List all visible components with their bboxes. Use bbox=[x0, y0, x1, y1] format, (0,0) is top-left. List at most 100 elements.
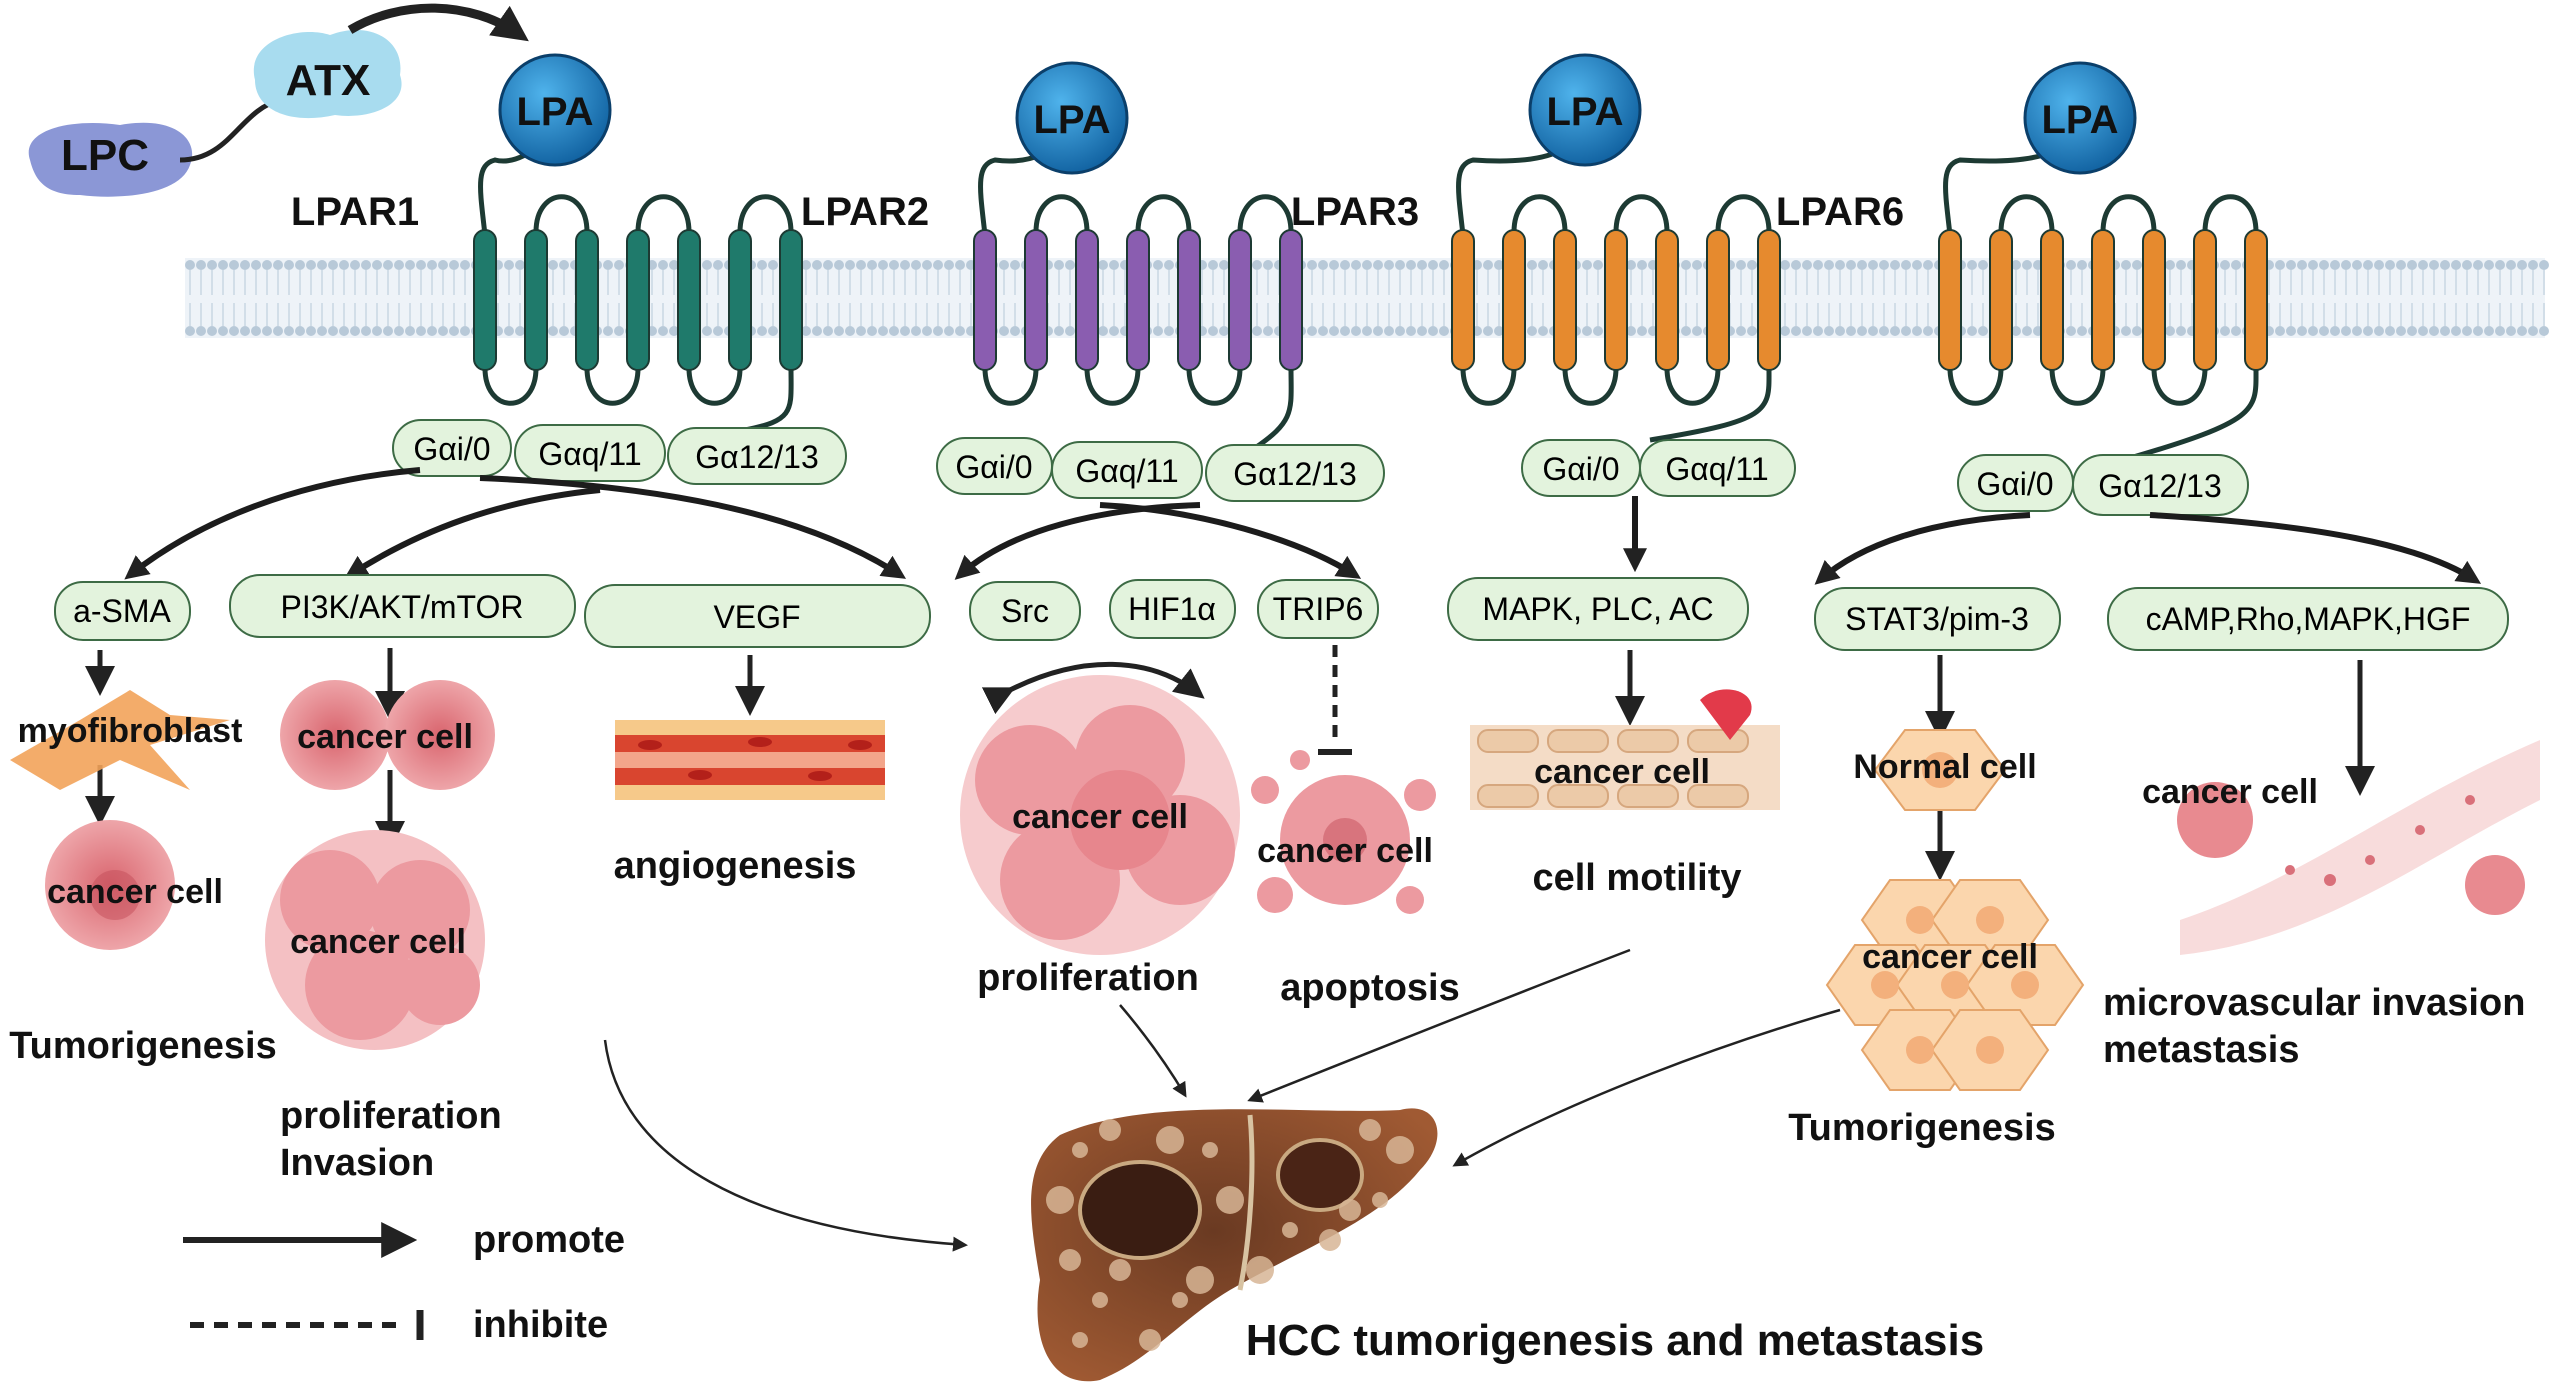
transmembrane-helix bbox=[1279, 229, 1303, 371]
transmembrane-helix bbox=[1126, 229, 1150, 371]
lpa-label: LPA bbox=[1033, 98, 1110, 142]
legend-inhibit-label: inhibite bbox=[473, 1304, 608, 1346]
transmembrane-helix bbox=[1553, 229, 1577, 371]
transmembrane-helix bbox=[1757, 229, 1781, 371]
trip6-inhibition bbox=[1318, 645, 1352, 755]
lpa-ligand: LPA bbox=[1528, 53, 1642, 167]
atx-node: ATX bbox=[253, 29, 402, 119]
gprotein-group-lpar3: Gαi/0 Gαq/11 bbox=[1521, 439, 1796, 497]
transmembrane-helix bbox=[2142, 229, 2166, 371]
liver-nodule bbox=[1059, 1249, 1081, 1271]
transmembrane-helix bbox=[1938, 229, 1962, 371]
gprotein-label: Gαi/0 bbox=[1976, 466, 2053, 502]
gprotein-label: Gαq/11 bbox=[1665, 451, 1768, 487]
liver-nodule bbox=[1216, 1186, 1244, 1214]
lpc-atx-connector bbox=[179, 97, 281, 163]
transmembrane-helix bbox=[1502, 229, 1526, 371]
gprotein-group-lpar2: Gαi/0 Gαq/11 Gα12/13 bbox=[936, 437, 1385, 502]
effector-mapk-plc-ac: MAPK, PLC, AC bbox=[1447, 577, 1749, 641]
gprotein-label: Gαi/0 bbox=[413, 431, 490, 467]
liver-nodule bbox=[1109, 1259, 1131, 1281]
liver-nodule bbox=[1186, 1266, 1214, 1294]
outcome-microvascular-invasion: microvascular invasion bbox=[2103, 982, 2525, 1024]
transmembrane-helix bbox=[2040, 229, 2064, 371]
effector-label: HIF1α bbox=[1128, 591, 1216, 627]
transmembrane-helix bbox=[728, 229, 752, 371]
liver-converging-arrows bbox=[603, 948, 1841, 1252]
cell-motility-illustration: cancer cell bbox=[1470, 689, 1780, 810]
outcome-cell-motility: cell motility bbox=[1532, 857, 1741, 899]
effector-label: STAT3/pim-3 bbox=[1845, 601, 2029, 637]
liver-nodule bbox=[1246, 1256, 1274, 1284]
effector-label: cAMP,Rho,MAPK,HGF bbox=[2146, 601, 2471, 637]
cancer-cell-label: cancer cell bbox=[1534, 753, 1710, 791]
transmembrane-helix bbox=[1075, 229, 1099, 371]
gprotein-label: Gαq/11 bbox=[538, 436, 641, 472]
gprotein-label: Gα12/13 bbox=[2098, 468, 2221, 504]
cancer-cell-label: cancer cell bbox=[1257, 832, 1433, 870]
liver-nodule bbox=[1339, 1199, 1361, 1221]
outcome-proliferation-1: proliferation bbox=[280, 1095, 502, 1137]
cancer-cell-illustration-1: cancer cell bbox=[45, 820, 223, 950]
transmembrane-helix bbox=[1604, 229, 1628, 371]
transmembrane-helix bbox=[2244, 229, 2268, 371]
liver-nodule bbox=[1319, 1229, 1341, 1251]
lpa-ligand: LPA bbox=[498, 53, 612, 167]
lpa-label: LPA bbox=[2041, 98, 2118, 142]
outcome-tumorigenesis-2: Tumorigenesis bbox=[1788, 1107, 2055, 1149]
effector-src: Src bbox=[969, 581, 1081, 641]
signal-arrows bbox=[124, 467, 2482, 585]
receptor-label-lpar1: LPAR1 bbox=[291, 190, 419, 234]
cancer-cell-label: cancer cell bbox=[290, 923, 466, 961]
effector-label: Src bbox=[1001, 593, 1049, 629]
cancer-cell-label: cancer cell bbox=[297, 718, 473, 756]
receptor-lpar6: LPA bbox=[1938, 61, 2268, 461]
effector-label: PI3K/AKT/mTOR bbox=[280, 589, 523, 625]
receptor-label-lpar2: LPAR2 bbox=[801, 190, 929, 234]
normal-cell-illustration: Normal cell bbox=[1853, 729, 2037, 811]
outcome-apoptosis: apoptosis bbox=[1280, 967, 1459, 1009]
receptor-label-lpar3: LPAR3 bbox=[1291, 190, 1419, 234]
effector-label: MAPK, PLC, AC bbox=[1482, 591, 1713, 627]
transmembrane-helix bbox=[1655, 229, 1679, 371]
myofibroblast-illustration: myofibroblast bbox=[10, 690, 242, 790]
transmembrane-helix bbox=[973, 229, 997, 371]
effector-trip6: TRIP6 bbox=[1257, 579, 1379, 639]
liver-nodule bbox=[1359, 1119, 1381, 1141]
liver-nodule bbox=[1156, 1126, 1184, 1154]
tumor-cluster-illustration-2: cancer cell bbox=[960, 675, 1240, 955]
legend-promote-label: promote bbox=[473, 1219, 625, 1261]
atx-to-lpa-arrow bbox=[347, 3, 529, 42]
microvascular-invasion-illustration: cancer cell bbox=[2142, 740, 2540, 955]
receptor-lpar1: LPA bbox=[473, 53, 803, 433]
transmembrane-helix bbox=[575, 229, 599, 371]
lpa-label: LPA bbox=[1546, 90, 1623, 134]
transmembrane-helix bbox=[1024, 229, 1048, 371]
lpa-label: LPA bbox=[516, 90, 593, 134]
transmembrane-helix bbox=[1706, 229, 1730, 371]
atx-label: ATX bbox=[286, 56, 371, 105]
cancer-cell-label: cancer cell bbox=[47, 873, 223, 911]
liver-nodule bbox=[1372, 1192, 1388, 1208]
gprotein-label: Gαq/11 bbox=[1075, 453, 1178, 489]
gprotein-label: Gαi/0 bbox=[1542, 451, 1619, 487]
outcome-tumorigenesis-1: Tumorigenesis bbox=[9, 1025, 276, 1067]
hexagon-tumor-cluster-illustration: cancer cell bbox=[1825, 879, 2085, 1091]
final-outcome-title: HCC tumorigenesis and metastasis bbox=[1246, 1316, 1984, 1365]
receptor-lpar2: LPA bbox=[973, 61, 1303, 451]
effector-label: VEGF bbox=[713, 599, 800, 635]
liver-nodule bbox=[1072, 1142, 1088, 1158]
liver-nodule bbox=[1172, 1292, 1188, 1308]
effector-label: TRIP6 bbox=[1273, 591, 1364, 627]
transmembrane-helix bbox=[677, 229, 701, 371]
receptor-label-lpar6: LPAR6 bbox=[1776, 190, 1904, 234]
transmembrane-helix bbox=[1451, 229, 1475, 371]
effector-pi3k: PI3K/AKT/mTOR bbox=[229, 574, 576, 638]
gprotein-label: Gα12/13 bbox=[1233, 456, 1356, 492]
transmembrane-helix bbox=[2091, 229, 2115, 371]
transmembrane-helix bbox=[1989, 229, 2013, 371]
transmembrane-helix bbox=[2193, 229, 2217, 371]
liver-nodule bbox=[1099, 1119, 1121, 1141]
effector-camp: cAMP,Rho,MAPK,HGF bbox=[2107, 587, 2509, 651]
tumor-cluster-illustration-1: cancer cell bbox=[265, 830, 485, 1050]
